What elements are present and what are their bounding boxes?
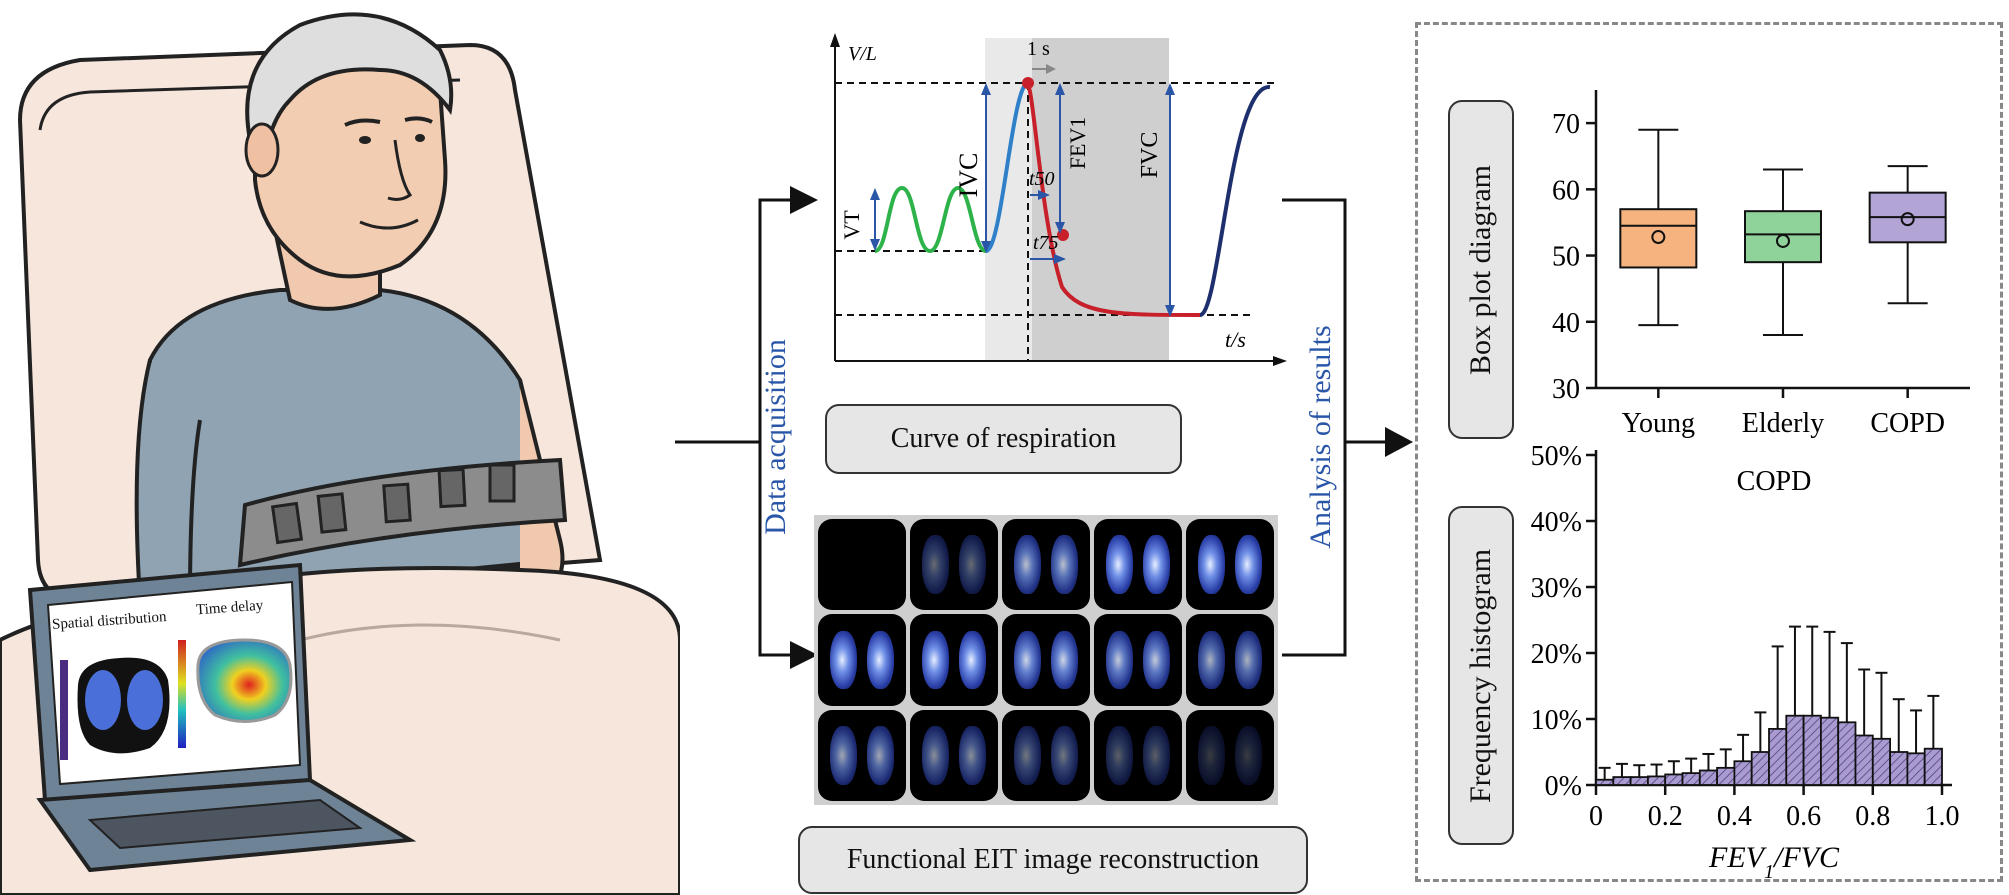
eit-frame [818, 519, 906, 611]
resp-t75-label: t75 [1033, 232, 1059, 254]
box-young [1619, 208, 1698, 269]
hist-x-tick-label: 0 [1589, 801, 1603, 832]
box-mean-marker [1651, 230, 1666, 245]
box-elderly [1744, 210, 1822, 264]
box-plot-label: Box plot diagram [1448, 100, 1514, 439]
hist-bar [1837, 721, 1857, 786]
hist-bar [1629, 776, 1649, 786]
hist-bar [1664, 773, 1684, 786]
hist-x-tick-label: 0.4 [1717, 801, 1752, 832]
hist-x-tick-label: 1.0 [1925, 801, 1960, 832]
eit-frame [1002, 709, 1090, 801]
resp-vt-label: VT [839, 210, 864, 240]
box-y-tick-label: 50 [1552, 242, 1580, 273]
box-mean-marker [1776, 233, 1790, 248]
resp-one-s-label: 1 s [1027, 38, 1050, 60]
hist-x-axis-label: FEV1/FVC [1708, 841, 1840, 880]
hist-bar [1647, 775, 1667, 786]
hist-y-tick-label: 10% [1531, 705, 1582, 736]
hist-bar [1906, 752, 1926, 786]
box-y-tick-label: 30 [1552, 374, 1580, 405]
hist-bar [1698, 769, 1719, 786]
hist-x-tick-label: 0.6 [1786, 801, 1821, 832]
resp-xaxis-label: t/s [1225, 327, 1246, 352]
box-x-tick-label: Elderly [1742, 408, 1824, 439]
eit-frame [1094, 709, 1182, 801]
box-x-tick-label: Young [1622, 408, 1695, 439]
eit-frame [1186, 519, 1274, 611]
eit-image-grid [814, 515, 1278, 805]
eit-frame [818, 614, 906, 706]
eit-frame [1186, 614, 1274, 706]
eit-frame [1094, 519, 1182, 611]
box-plot-label-text: Box plot diagram [1464, 164, 1497, 375]
resp-yaxis-label: V/L [848, 43, 877, 65]
hist-y-tick-label: 40% [1531, 507, 1582, 538]
eit-frame [1002, 614, 1090, 706]
resp-t50-label: t50 [1029, 168, 1055, 190]
results-panel [1415, 22, 2003, 882]
eit-frame [818, 709, 906, 801]
hist-title: COPD [1737, 466, 1812, 497]
eit-frame [910, 519, 998, 611]
hist-bar [1750, 751, 1770, 786]
box-y-tick-label: 40 [1552, 308, 1580, 339]
hist-bar [1595, 778, 1615, 786]
hist-bar [1612, 776, 1632, 786]
resp-fvc-label: FVC [1137, 132, 1163, 179]
box-y-tick-label: 70 [1552, 109, 1580, 140]
hist-bar [1768, 727, 1788, 786]
frequency-histogram-label: Frequency histogram [1448, 506, 1514, 845]
hist-bar [1819, 716, 1840, 786]
eit-frame [1002, 519, 1090, 611]
hist-y-tick-label: 0% [1545, 771, 1582, 802]
hist-bar [1923, 747, 1943, 786]
hist-y-tick-label: 50% [1531, 441, 1582, 472]
hist-y-tick-label: 30% [1531, 573, 1582, 604]
eit-frame [1186, 709, 1274, 801]
frequency-histogram-chart: 0% 10% 20% 30% 40% 50% 0 0.2 0.4 0.6 0.8 1.0 COPD FEV… [1531, 441, 1960, 880]
hist-y-tick-label: 20% [1531, 639, 1582, 670]
box-y-tick-label: 60 [1552, 175, 1580, 206]
resp-fev1-label: FEV1 [1065, 117, 1090, 170]
frequency-histogram-label-text: Frequency histogram [1464, 548, 1497, 803]
hist-bar [1802, 714, 1822, 786]
hist-bar [1681, 772, 1701, 786]
eit-frame [1094, 614, 1182, 706]
eit-frame [910, 614, 998, 706]
hist-bar [1889, 751, 1909, 786]
respiration-caption: Curve of respiration [825, 404, 1182, 474]
eit-frame [910, 709, 998, 801]
analysis-of-results-label: Analysis of results [1304, 325, 1337, 549]
hist-bar [1871, 737, 1891, 786]
box-mean-marker [1900, 212, 1915, 227]
patient-illustration [0, 12, 680, 895]
hist-x-tick-label: 0.2 [1648, 801, 1683, 832]
eit-caption: Functional EIT image reconstruction [798, 826, 1308, 894]
box-x-tick-label: COPD [1870, 408, 1945, 439]
hist-bar [1716, 766, 1736, 786]
hist-bar [1854, 734, 1874, 786]
resp-ivc-label: IVC [954, 153, 983, 198]
hist-x-tick-label: 0.8 [1855, 801, 1890, 832]
hist-bar [1785, 714, 1805, 786]
hist-bar [1733, 760, 1753, 786]
respiration-chart: V/L t/s 1 s IVC FEV1 FVC VT t50 t75 [830, 33, 1287, 366]
